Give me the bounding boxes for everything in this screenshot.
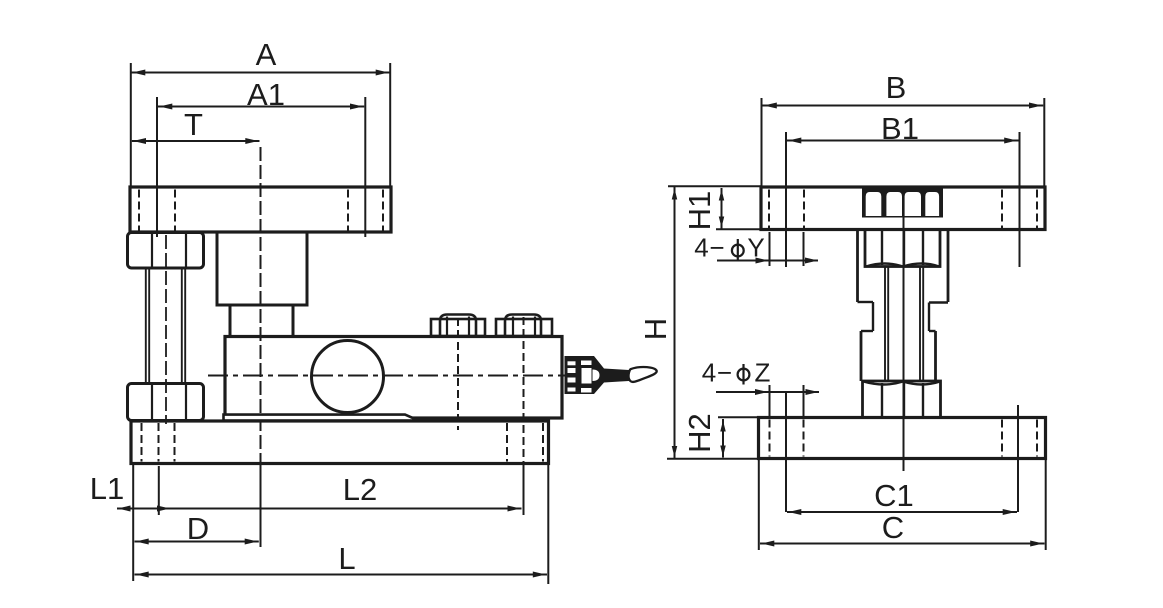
svg-text:L1: L1 [90, 471, 124, 506]
svg-text:H1: H1 [682, 191, 717, 231]
svg-text:−: − [709, 233, 724, 263]
svg-text:C: C [882, 510, 904, 545]
svg-text:C1: C1 [874, 478, 914, 513]
svg-text:A1: A1 [247, 77, 285, 112]
svg-text:H2: H2 [682, 413, 717, 453]
svg-text:4: 4 [694, 233, 708, 263]
svg-text:D: D [187, 511, 209, 546]
svg-text:B: B [886, 70, 907, 105]
svg-text:−: − [717, 358, 732, 388]
svg-text:H: H [638, 318, 673, 340]
svg-text:T: T [184, 107, 203, 142]
svg-text:B1: B1 [881, 111, 919, 146]
svg-text:A: A [256, 37, 277, 72]
svg-text:Y: Y [747, 233, 764, 263]
svg-text:4: 4 [702, 358, 716, 388]
svg-text:L: L [338, 541, 355, 576]
svg-text:L2: L2 [343, 472, 377, 507]
svg-text:Z: Z [755, 358, 771, 388]
